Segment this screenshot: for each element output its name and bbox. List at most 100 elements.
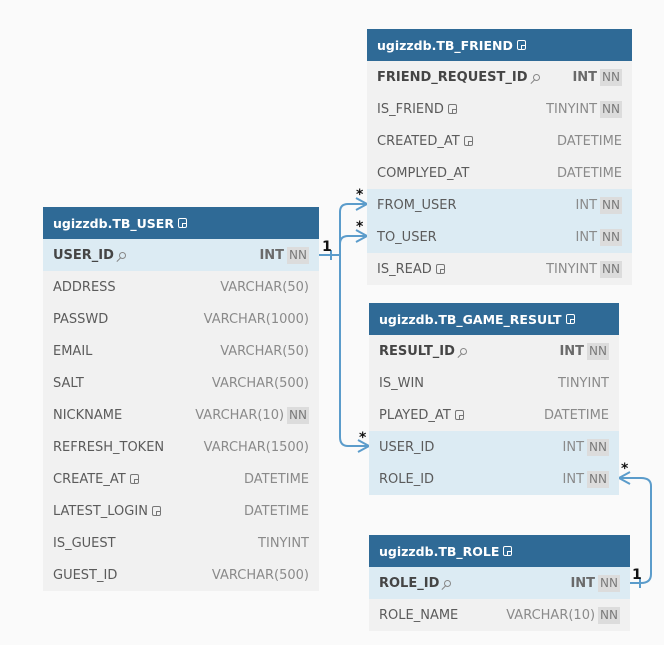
cardinality-one-role: 1	[632, 567, 642, 583]
column-type: DATETIME	[556, 133, 622, 149]
table-header[interactable]: ugizzdb.TB_GAME_RESULT	[369, 303, 619, 335]
column-name: CREATE_AT	[53, 471, 126, 487]
column-type: INT	[562, 471, 585, 487]
column-name-group: GUEST_ID	[53, 568, 117, 583]
column-name-group: EMAIL	[53, 344, 92, 359]
column-type: INT	[559, 343, 585, 359]
column-name: TO_USER	[377, 229, 437, 245]
not-null-badge: NN	[287, 406, 309, 424]
column-row[interactable]: CREATE_AT DATETIME	[43, 463, 319, 495]
column-row[interactable]: PLAYED_AT DATETIME	[369, 399, 619, 431]
cardinality-one-user: 1	[322, 239, 332, 255]
note-icon	[503, 546, 513, 556]
key-icon	[444, 579, 452, 587]
table-header[interactable]: ugizzdb.TB_FRIEND	[367, 29, 632, 61]
column-name-group: USER_ID	[379, 440, 434, 455]
note-icon	[435, 264, 445, 274]
column-name-group: PLAYED_AT	[379, 408, 464, 423]
column-type-group: TINYINT	[558, 376, 609, 391]
column-type: VARCHAR(1000)	[203, 311, 309, 327]
column-name: ROLE_ID	[379, 471, 435, 487]
column-type: INT	[575, 197, 598, 213]
column-type: VARCHAR(10)	[506, 607, 596, 623]
column-name-group: CREATED_AT	[377, 134, 473, 149]
not-null-badge: NN	[600, 228, 622, 246]
table-name: ugizzdb.TB_ROLE	[379, 543, 500, 559]
not-null-badge: NN	[587, 438, 609, 456]
column-name: NICKNAME	[53, 407, 123, 423]
column-row[interactable]: IS_WIN TINYINT	[369, 367, 619, 399]
key-icon	[118, 251, 126, 259]
column-type-group: DATETIME	[557, 134, 622, 149]
not-null-badge: NN	[600, 196, 622, 214]
table-header[interactable]: ugizzdb.TB_USER	[43, 207, 319, 239]
column-name: CREATED_AT	[377, 133, 460, 149]
column-name: FROM_USER	[377, 197, 457, 213]
column-name-group: NICKNAME	[53, 408, 122, 423]
column-type-group: DATETIME	[244, 472, 309, 487]
column-type: VARCHAR(50)	[220, 279, 309, 295]
table-header[interactable]: ugizzdb.TB_ROLE	[369, 535, 630, 567]
column-type: INT	[562, 439, 585, 455]
key-icon	[532, 73, 540, 81]
column-type-group: VARCHAR(50)	[220, 280, 309, 295]
column-name: SALT	[53, 375, 84, 391]
column-type: INT	[575, 229, 598, 245]
column-type: VARCHAR(500)	[211, 567, 309, 583]
column-type: DATETIME	[243, 471, 309, 487]
column-name-group: USER_ID	[53, 248, 126, 263]
column-name-group: RESULT_ID	[379, 344, 467, 359]
column-row[interactable]: EMAIL VARCHAR(50)	[43, 335, 319, 367]
cardinality-many-to-user: *	[356, 219, 364, 235]
column-name: IS_FRIEND	[377, 101, 444, 117]
column-row[interactable]: SALT VARCHAR(500)	[43, 367, 319, 399]
column-name: IS_WIN	[379, 375, 424, 391]
column-row[interactable]: GUEST_ID VARCHAR(500)	[43, 559, 319, 591]
link-user-game	[339, 255, 369, 447]
column-type: TINYINT	[546, 101, 598, 117]
column-row[interactable]: CREATED_AT DATETIME	[367, 125, 632, 157]
table-name: ugizzdb.TB_GAME_RESULT	[379, 311, 562, 327]
column-name: REFRESH_TOKEN	[53, 439, 165, 455]
column-type-group: VARCHAR(1000)	[204, 312, 309, 327]
column-type-group: VARCHAR(500)	[212, 376, 309, 391]
column-name-group: ROLE_ID	[379, 576, 452, 591]
column-type-group: DATETIME	[557, 166, 622, 181]
column-type: INT	[572, 69, 598, 85]
column-type: TINYINT	[546, 261, 598, 277]
column-name-group: IS_WIN	[379, 376, 424, 391]
column-type-group: DATETIME	[544, 408, 609, 423]
column-name: LATEST_LOGIN	[53, 503, 148, 519]
column-name: FRIEND_REQUEST_ID	[377, 69, 528, 85]
column-name-group: TO_USER	[377, 230, 437, 245]
column-type: DATETIME	[556, 165, 622, 181]
column-type-group: VARCHAR(50)	[220, 344, 309, 359]
key-icon	[459, 347, 467, 355]
